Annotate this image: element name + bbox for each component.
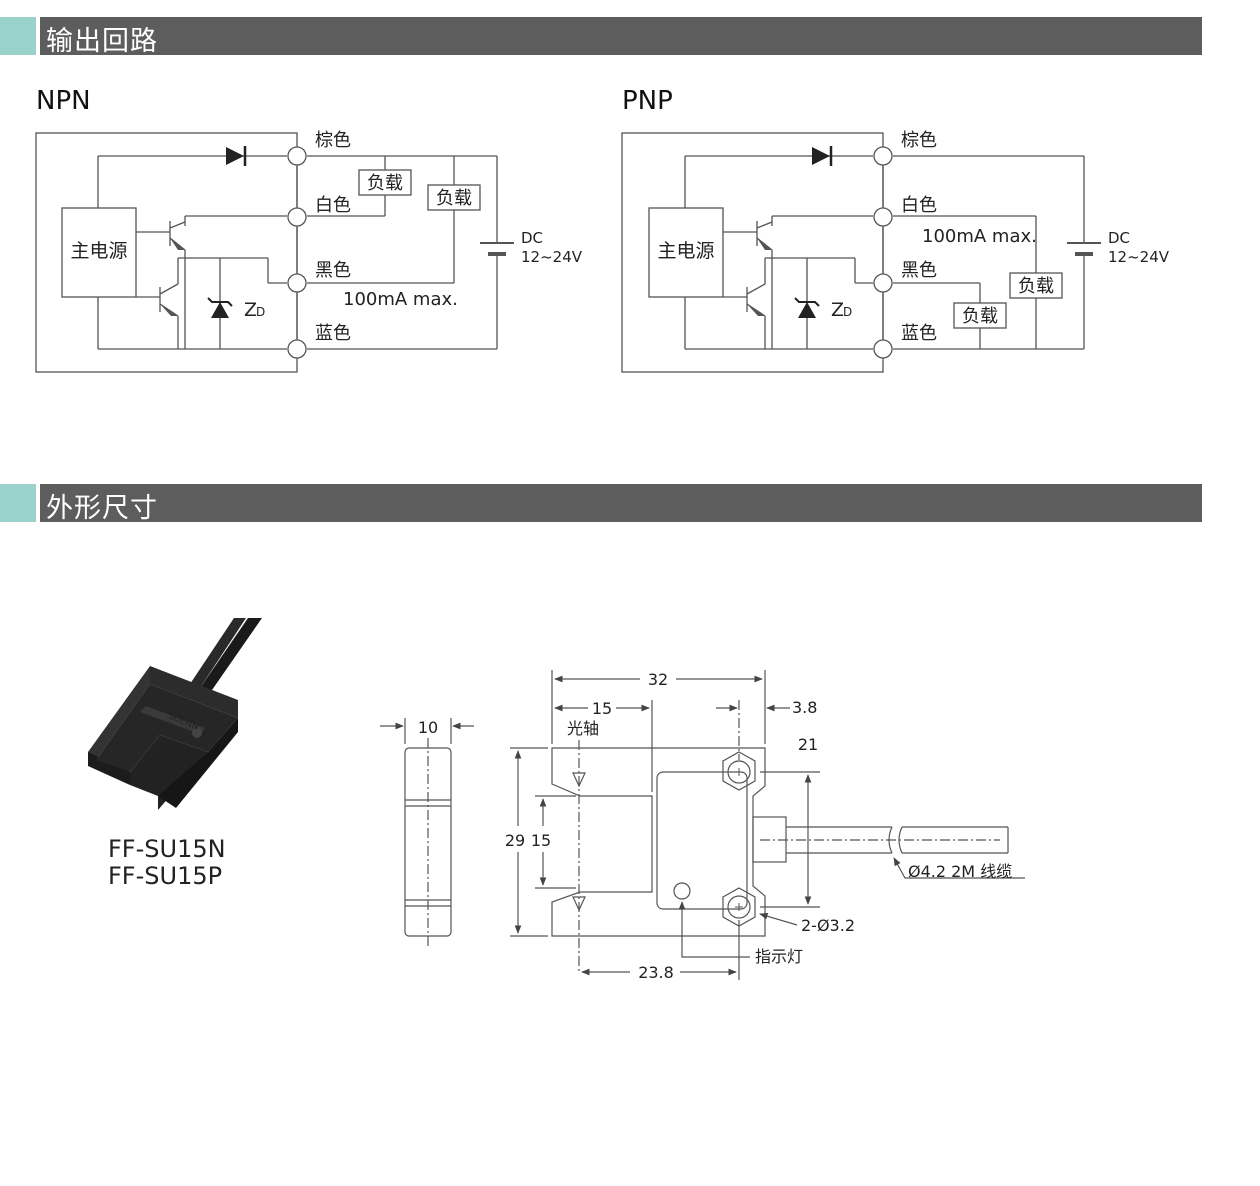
- section-bar-dimensions: 外形尺寸: [0, 484, 1202, 524]
- npn-transistor-arrow-icon: [160, 304, 178, 316]
- dim-total-label: 32: [648, 670, 668, 689]
- dimension-drawing: [380, 670, 1025, 980]
- npn-transistor-arrow-icon: [170, 238, 185, 250]
- npn-load-2-label: 负载: [436, 188, 472, 209]
- pnp-zener-label: Z: [831, 299, 844, 321]
- dim-width-label: 10: [418, 718, 438, 737]
- section-title: 输出回路: [46, 26, 158, 57]
- model-name: FF-SU15P: [108, 862, 223, 890]
- pnp-blue-label: 蓝色: [901, 323, 937, 344]
- npn-main-power-label: 主电源: [70, 240, 127, 262]
- pnp-black-label: 黑色: [901, 260, 937, 281]
- pnp-transistor-arrow-icon: [747, 304, 765, 316]
- pnp-current-label: 100mA max.: [922, 226, 1037, 247]
- pnp-title: PNP: [622, 86, 673, 116]
- npn-brown-label: 棕色: [315, 130, 351, 151]
- pnp-load-2-label: 负载: [962, 306, 998, 327]
- dim-15v-label: 15: [531, 831, 551, 850]
- model-list: FF-SU15N FF-SU15P: [108, 836, 226, 890]
- pnp-zener-sub-label: D: [843, 305, 852, 319]
- pnp-brown-label: 棕色: [901, 130, 937, 151]
- npn-main-power-box: [61, 207, 137, 298]
- section-accent: [0, 17, 36, 55]
- npn-dc-label: DC: [521, 229, 543, 247]
- pnp-white-label: 白色: [901, 195, 937, 216]
- pnp-voltage-label: 12~24V: [1108, 248, 1170, 266]
- pnp-dc-label: DC: [1108, 229, 1130, 247]
- dim-15-label: 15: [592, 699, 612, 718]
- model-name: FF-SU15N: [108, 835, 226, 863]
- npn-diode-icon: [226, 146, 247, 166]
- npn-zener-label: Z: [244, 299, 257, 321]
- pnp-main-power-label: 主电源: [657, 240, 714, 262]
- indicator-label: 指示灯: [755, 947, 803, 966]
- section-band: [40, 17, 1202, 55]
- npn-black-label: 黑色: [315, 260, 351, 281]
- npn-white-label: 白色: [315, 195, 351, 216]
- holes-label: 2-Ø3.2: [801, 916, 855, 935]
- section-bar-output-circuit: 输出回路: [0, 17, 1202, 57]
- dim-3-8-label: 3.8: [792, 698, 817, 717]
- npn-title: NPN: [36, 86, 91, 116]
- npn-zener-sub-label: D: [256, 305, 265, 319]
- npn-blue-label: 蓝色: [315, 323, 351, 344]
- cable-label: Ø4.2 2M 线缆: [908, 862, 1012, 881]
- pnp-diode-icon: [812, 146, 833, 166]
- dim-23-8-label: 23.8: [638, 963, 674, 982]
- npn-voltage-label: 12~24V: [521, 248, 583, 266]
- pnp-circuit: [621, 132, 1101, 373]
- product-photo: SUENN: [88, 618, 262, 810]
- pnp-transistor-arrow-icon: [757, 238, 772, 250]
- npn-current-label: 100mA max.: [343, 289, 458, 310]
- npn-zener-icon: [207, 297, 233, 318]
- section-title: 外形尺寸: [46, 493, 158, 524]
- optical-axis-label: 光轴: [567, 719, 599, 738]
- npn-load-1-label: 负载: [367, 173, 403, 194]
- hole-center-marks: [735, 768, 743, 911]
- dim-29-label: 29: [505, 831, 525, 850]
- section-accent: [0, 484, 36, 522]
- pnp-main-power-box: [648, 207, 724, 298]
- dim-21-label: 21: [798, 735, 818, 754]
- pnp-zener-icon: [794, 297, 820, 318]
- section-band: [40, 484, 1202, 522]
- pnp-load-1-label: 负载: [1018, 276, 1054, 297]
